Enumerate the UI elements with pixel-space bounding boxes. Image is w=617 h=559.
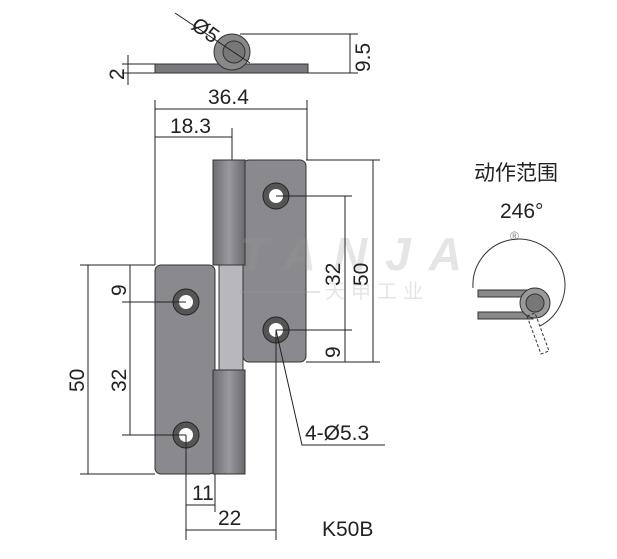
width-dimensions: 36.4 18.3 xyxy=(154,86,308,265)
left-dimensions: 50 32 9 xyxy=(66,264,186,475)
hole-span-label: 22 xyxy=(218,507,241,530)
left-height-label: 50 xyxy=(66,369,89,392)
watermark: TANJA 天申工业 xyxy=(240,228,480,303)
hole-x-label: 11 xyxy=(192,482,214,505)
total-width-label: 36.4 xyxy=(208,86,249,109)
left-offset-label: 9 xyxy=(108,284,131,296)
rotation-angle: 246° xyxy=(500,200,543,223)
holes-label: 4-Ø5.3 xyxy=(305,422,369,445)
knuckle-height-label: 9.5 xyxy=(352,43,375,72)
right-offset-label: 9 xyxy=(322,346,345,358)
watermark-brand: TANJA xyxy=(240,228,480,280)
rotation-title: 动作范围 xyxy=(474,162,558,185)
bottom-dimensions: 11 22 K50B xyxy=(185,330,373,541)
right-pitch-label: 32 xyxy=(322,263,345,286)
rotation-range-figure: 动作范围 246° ® xyxy=(472,162,566,355)
right-height-label: 50 xyxy=(350,263,373,286)
right-dimensions: 32 50 9 4-Ø5.3 xyxy=(275,159,385,446)
registered-mark: ® xyxy=(510,229,519,243)
model-label: K50B xyxy=(322,518,373,541)
hinge-front-view xyxy=(154,159,307,475)
left-pitch-label: 32 xyxy=(108,369,131,392)
watermark-sub: 天申工业 xyxy=(325,280,429,303)
half-width-label: 18.3 xyxy=(170,115,211,138)
thickness-label: 2 xyxy=(106,68,129,80)
top-view: Ø5 9.5 2 xyxy=(106,12,375,85)
